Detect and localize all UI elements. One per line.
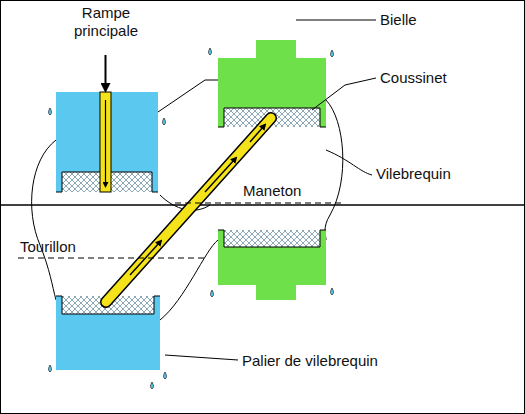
oil-drips: [49, 48, 334, 389]
leader-lines: [165, 20, 376, 360]
journal-axis: [18, 258, 205, 259]
part-label: Vilebrequin: [376, 165, 451, 183]
part-label: Bielle: [380, 11, 417, 29]
oil-gallery: [106, 118, 271, 302]
pointer-label: Rampe principale: [55, 4, 157, 40]
connecting-rod-cap: [218, 230, 326, 300]
crankpin-axis: [175, 203, 345, 204]
part-label: Maneton: [243, 182, 301, 200]
part-label: Tourillon: [20, 238, 76, 256]
main-bearing-upper: [56, 92, 158, 192]
crankshaft-outline: [32, 80, 343, 320]
oil-feed-arrow: [105, 55, 107, 88]
divider-line: [0, 204, 525, 206]
part-label: Coussinet: [380, 69, 447, 87]
part-label: Palier de vilebrequin: [242, 352, 378, 370]
